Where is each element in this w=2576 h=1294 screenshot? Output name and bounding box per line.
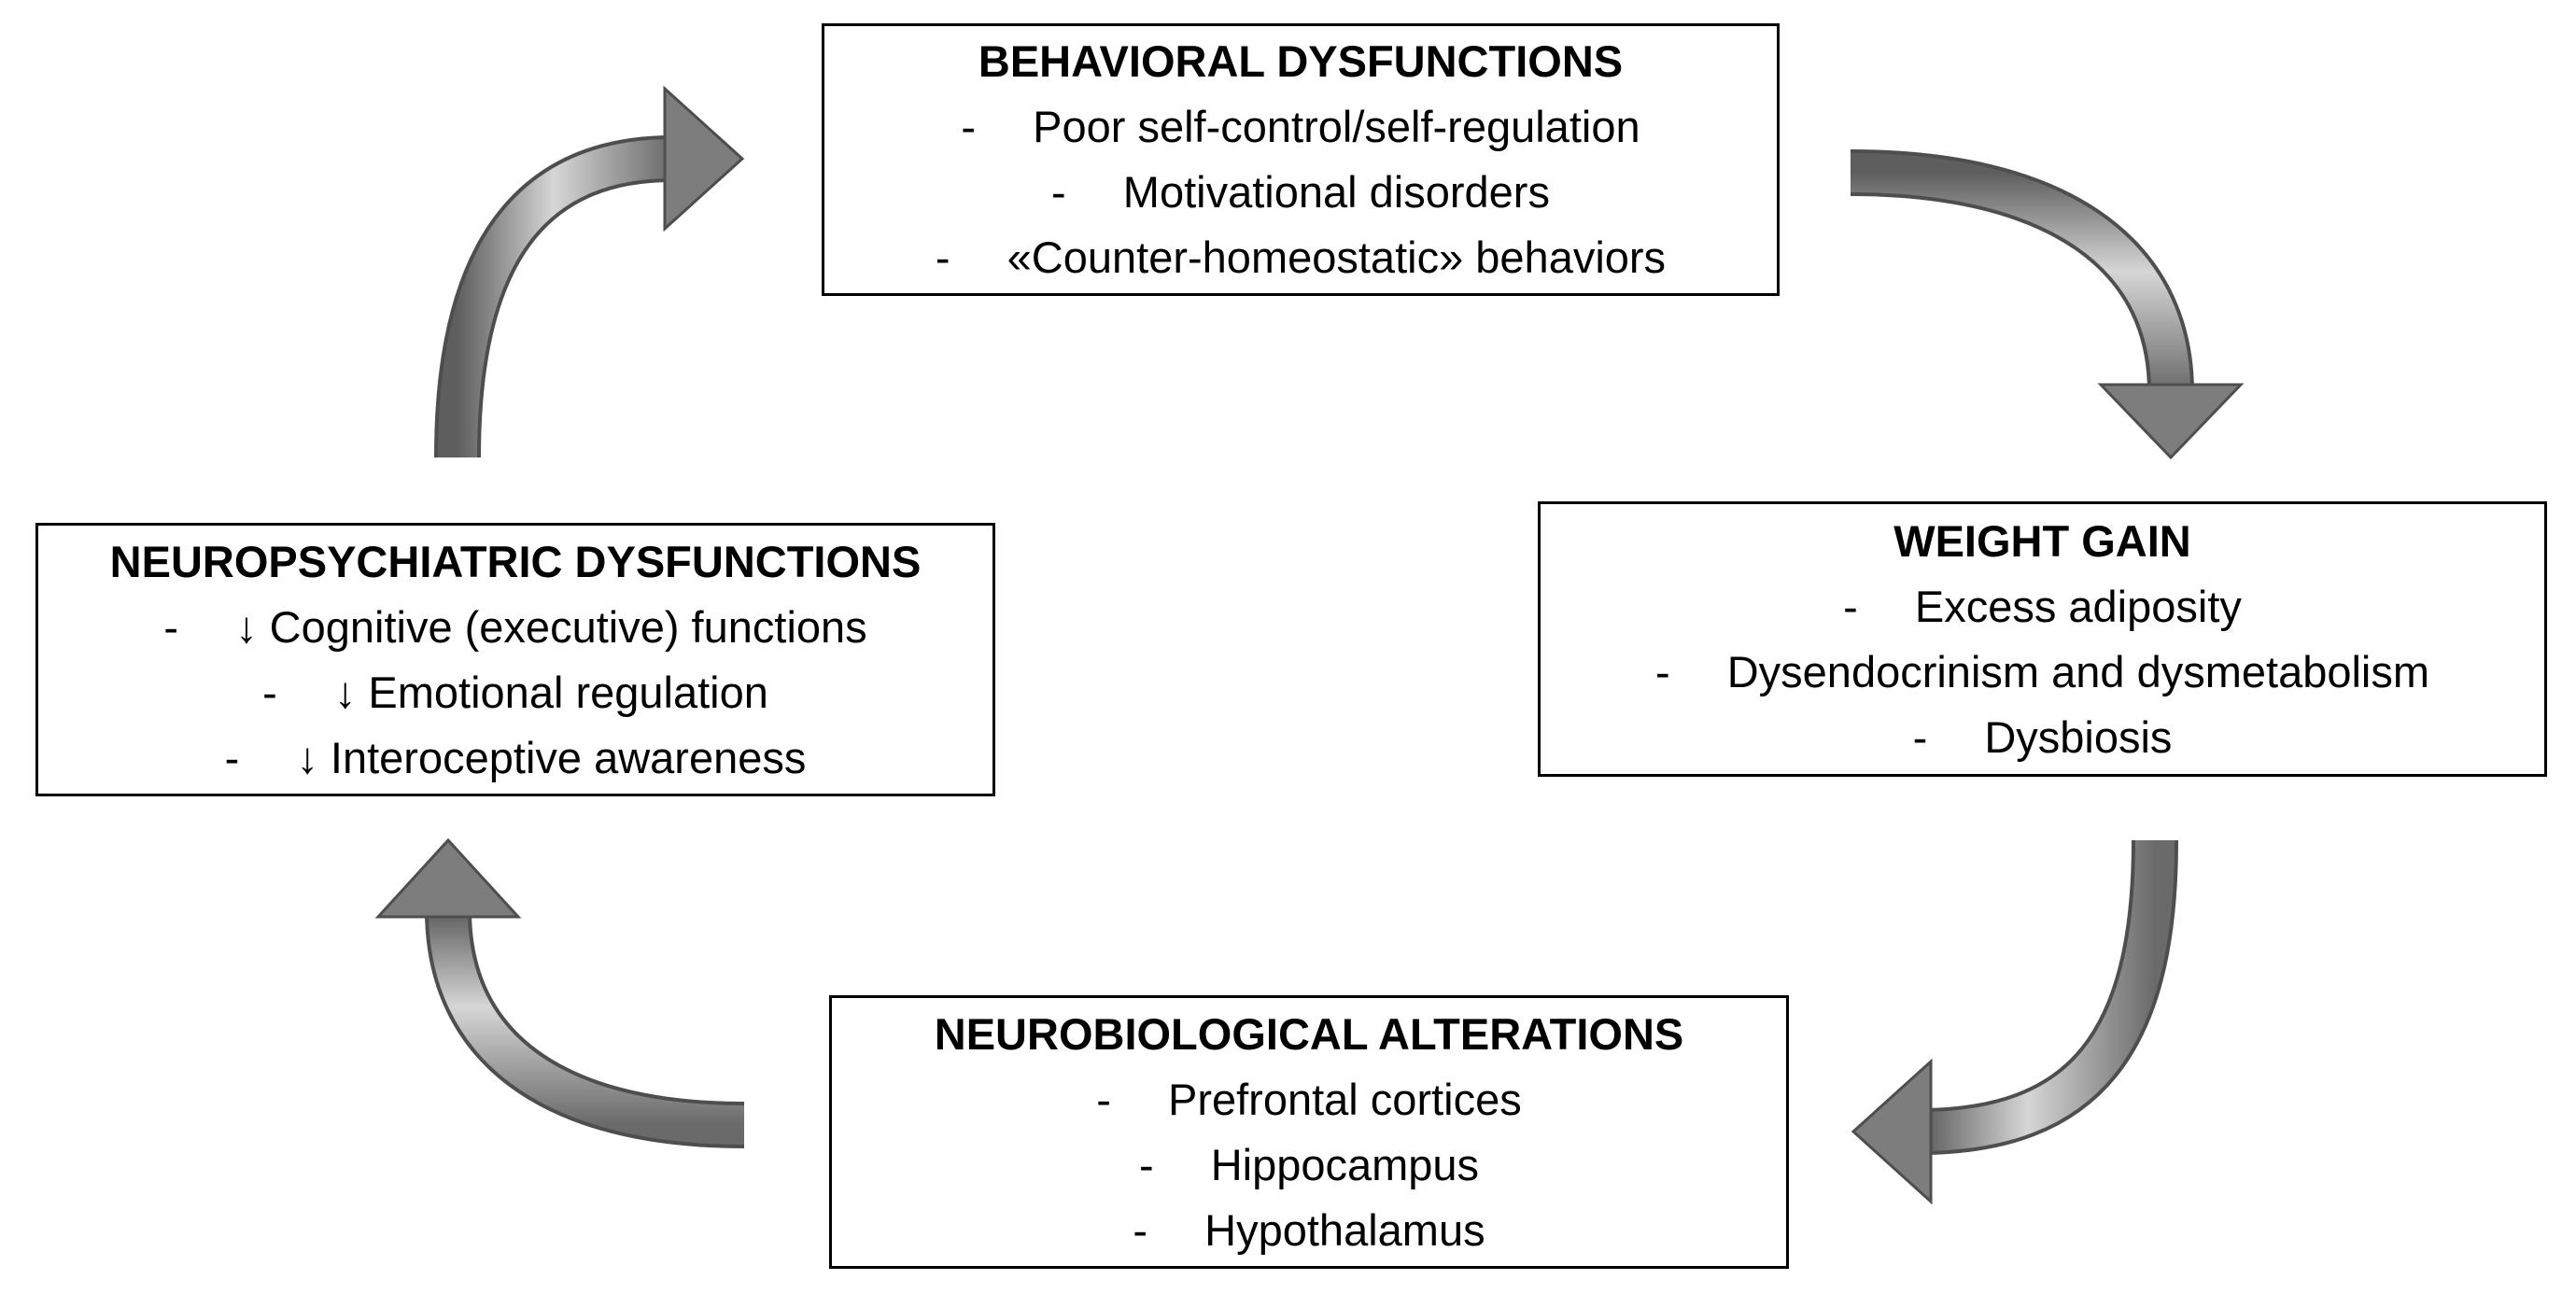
list-item-text: «Counter-homeostatic» behaviors	[1006, 232, 1667, 282]
bullet-dash: -	[224, 732, 240, 782]
bullet-dash: -	[1843, 581, 1858, 631]
arrow-neuropsych-to-behavioral	[434, 85, 745, 458]
list-item-text: Excess adiposity	[1914, 581, 2242, 631]
list-item: - ↓ Interoceptive awareness	[225, 725, 807, 791]
list-item-text: Motivational disorders	[1122, 167, 1550, 217]
bullet-dash: -	[935, 232, 950, 282]
list-item-text: Hippocampus	[1210, 1139, 1480, 1189]
arrow-weight-to-neurobio	[1851, 839, 2178, 1205]
bullet-dash: -	[961, 102, 977, 151]
list-item-text: ↓ Emotional regulation	[333, 667, 768, 717]
neuropsychiatric-dysfunctions-box: NEUROPSYCHIATRIC DYSFUNCTIONS - ↓ Cogniti…	[35, 523, 995, 796]
weight-gain-box: WEIGHT GAIN - Excess adiposity - Dysendocr…	[1538, 501, 2547, 777]
list-item: - ↓ Cognitive (executive) functions	[163, 595, 866, 660]
list-item: - Excess adiposity	[1843, 574, 2242, 640]
list-item-text: ↓ Interoceptive awareness	[296, 732, 807, 782]
list-item-text: Prefrontal cortices	[1167, 1074, 1522, 1124]
bullet-dash: -	[1654, 646, 1670, 696]
neurobiological-alterations-box: NEUROBIOLOGICAL ALTERATIONS -Prefrontal …	[829, 995, 1789, 1269]
list-item: - Poor self-control/self-regulation	[961, 94, 1640, 160]
arrow-neurobio-to-neuropsych	[374, 837, 745, 1148]
box-title: BEHAVIORAL DYSFUNCTIONS	[978, 36, 1624, 86]
list-item: - Dysendocrinism and dysmetabolism	[1655, 640, 2429, 705]
behavioral-dysfunctions-box: BEHAVIORAL DYSFUNCTIONS - Poor self-contr…	[822, 23, 1780, 296]
list-item: - Hypothalamus	[1133, 1198, 1485, 1263]
list-item: - Hippocampus	[1139, 1132, 1479, 1198]
bullet-dash: -	[163, 601, 178, 652]
list-item: - ↓ Emotional regulation	[262, 660, 768, 725]
list-item-text: Dysbiosis	[1984, 711, 2173, 762]
list-item-text: ↓ Cognitive (executive) functions	[235, 601, 867, 652]
list-item: - Motivational disorders	[1051, 160, 1550, 225]
arrow-behavioral-to-weight	[1850, 149, 2245, 460]
box-title: WEIGHT GAIN	[1893, 515, 2191, 566]
list-item-text: Hypothalamus	[1204, 1204, 1485, 1255]
list-item-text: Poor self-control/self-regulation	[1033, 102, 1640, 151]
bullet-dash: -	[1133, 1204, 1148, 1255]
list-item: - Prefrontal cortices	[1096, 1067, 1522, 1132]
bullet-dash: -	[262, 667, 277, 717]
bullet-dash: -	[1912, 711, 1928, 762]
box-title: NEUROPSYCHIATRIC DYSFUNCTIONS	[109, 536, 922, 586]
list-item: - Dysbiosis	[1913, 705, 2173, 770]
list-item-text: Dysendocrinism and dysmetabolism	[1726, 646, 2430, 696]
list-item: - «Counter-homeostatic» behaviors	[936, 225, 1666, 290]
bullet-dash: -	[1096, 1074, 1111, 1124]
bullet-dash: -	[1051, 167, 1066, 217]
bullet-dash: -	[1138, 1139, 1154, 1189]
box-title: NEUROBIOLOGICAL ALTERATIONS	[934, 1008, 1684, 1059]
